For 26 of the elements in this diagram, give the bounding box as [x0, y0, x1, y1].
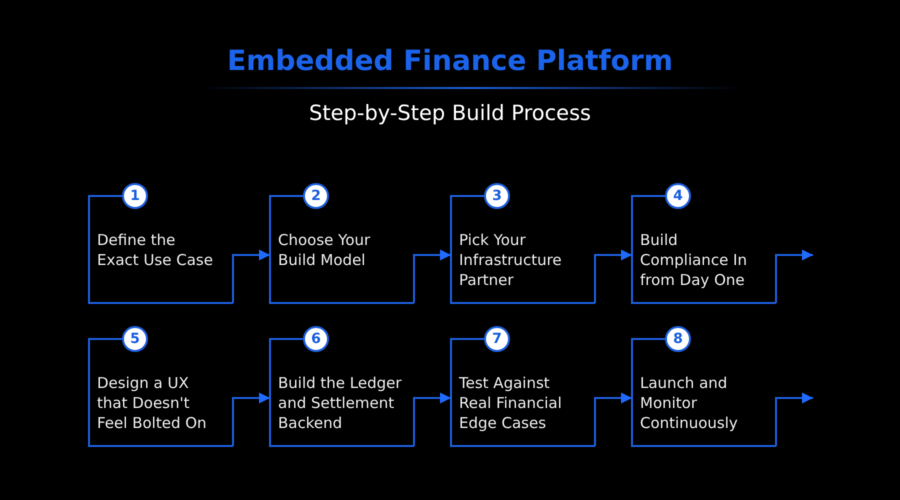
- subtitle: Step-by-Step Build Process: [309, 100, 591, 127]
- step-label: Define the Exact Use Case: [97, 230, 214, 270]
- step-label: Build Compliance In from Day One: [640, 230, 748, 290]
- step-number: 8: [665, 326, 691, 352]
- arrow: [232, 392, 270, 446]
- step-label: Choose Your Build Model: [278, 230, 372, 270]
- step-number: 1: [122, 183, 148, 209]
- step-number: 6: [303, 326, 329, 352]
- arrow: [594, 392, 632, 446]
- arrow: [413, 250, 451, 303]
- step-label: Test Against Real Financial Edge Cases: [459, 373, 563, 433]
- title: Embedded Finance Platform: [227, 43, 673, 79]
- step-label: Design a UX that Doesn't Feel Bolted On: [97, 373, 208, 433]
- arrow: [775, 392, 813, 446]
- arrow: [775, 250, 813, 303]
- step-label: Pick Your Infrastructure Partner: [459, 230, 563, 290]
- step-number: 7: [484, 326, 510, 352]
- step-number: 5: [122, 326, 148, 352]
- step-number: 3: [484, 183, 510, 209]
- arrow: [232, 250, 270, 303]
- step-number: 4: [665, 183, 691, 209]
- arrow: [413, 392, 451, 446]
- arrow: [594, 250, 632, 303]
- step-label: Launch and Monitor Continuously: [640, 373, 739, 433]
- step-number: 2: [303, 183, 329, 209]
- step-label: Build the Ledger and Settlement Backend: [278, 373, 403, 433]
